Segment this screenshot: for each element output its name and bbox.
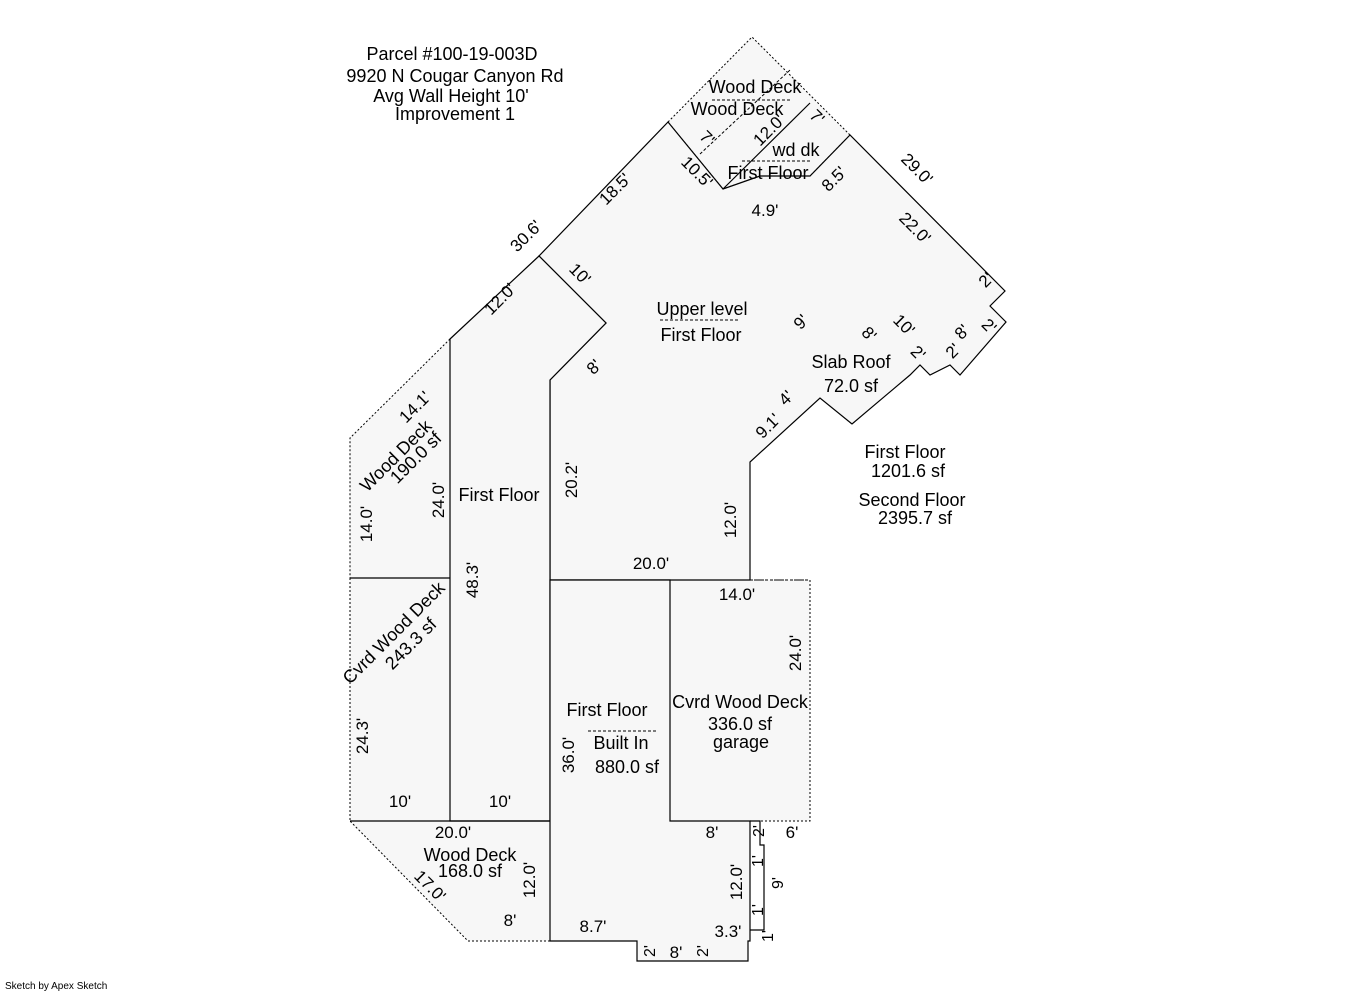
dim-10-a: 10' — [389, 792, 411, 811]
label-wood-deck-bottom: Wood Deck — [424, 845, 518, 865]
cvrd-wood-deck-left-area — [349, 577, 451, 822]
label-wood-deck-bottom-sf: 168.0 sf — [438, 861, 503, 881]
parcel-number: Parcel #100-19-003D — [366, 44, 537, 64]
label-garage: garage — [713, 732, 769, 752]
dim-24-3: 24.3' — [353, 718, 372, 754]
dim-8-7: 8.7' — [580, 917, 607, 936]
label-first-floor-top: First Floor — [728, 163, 809, 183]
bottom-right-notch — [750, 820, 765, 931]
top-deck-inner-line — [722, 102, 811, 190]
dim-1-b: 1' — [750, 904, 767, 916]
improvement: Improvement 1 — [395, 104, 515, 124]
dim-3-3: 3.3' — [715, 922, 742, 941]
sketch-credit: Sketch by Apex Sketch — [5, 981, 107, 992]
dim-24-0-garage: 24.0' — [786, 635, 805, 671]
dim-12-0-bottom: 12.0' — [727, 864, 746, 900]
dim-20-2: 20.2' — [562, 462, 581, 498]
dim-1-c: 1' — [760, 930, 777, 942]
dim-8-garage: 8' — [706, 823, 719, 842]
dim-8-bottom: 8' — [670, 943, 683, 962]
label-upper-level: Upper level — [656, 299, 747, 319]
wall-height: Avg Wall Height 10' — [373, 86, 529, 106]
summary-first-floor-sf: 1201.6 sf — [871, 461, 946, 481]
dim-14-0-garage: 14.0' — [719, 585, 755, 604]
label-wd-dk: wd dk — [771, 140, 820, 160]
dim-2-e: 2' — [751, 825, 768, 837]
summary-second-floor-sf: 2395.7 sf — [878, 508, 953, 528]
label-first-floor-builtin: First Floor — [567, 700, 648, 720]
label-slab-roof: Slab Roof — [811, 352, 891, 372]
label-cvrd-deck-garage: Cvrd Wood Deck — [672, 692, 809, 712]
label-first-floor-strip: First Floor — [459, 485, 540, 505]
label-cvrd-deck-garage-sf: 336.0 sf — [708, 714, 773, 734]
label-built-in-sf: 880.0 sf — [595, 757, 660, 777]
summary-second-floor-label: Second Floor — [858, 490, 965, 510]
dim-10-b: 10' — [489, 792, 511, 811]
dim-12-0-bottom-deck: 12.0' — [520, 862, 539, 898]
dim-24-0-left: 24.0' — [429, 482, 448, 518]
address: 9920 N Cougar Canyon Rd — [346, 66, 563, 86]
dim-2-f: 2' — [642, 945, 659, 957]
label-wood-deck-top-2: Wood Deck — [691, 99, 785, 119]
dim-14-0: 14.0' — [357, 506, 376, 542]
label-built-in: Built In — [593, 733, 648, 753]
dim-20-0-mid: 20.0' — [633, 554, 669, 573]
dim-20-0-bottom: 20.0' — [435, 823, 471, 842]
dim-8-deck: 8' — [504, 911, 517, 930]
label-wood-deck-top-1: Wood Deck — [709, 77, 803, 97]
label-first-floor-main: First Floor — [661, 325, 742, 345]
dim-36-0: 36.0' — [559, 737, 578, 773]
dim-1-a: 1' — [750, 855, 767, 867]
dim-29-0: 29.0' — [897, 150, 936, 189]
label-slab-roof-sf: 72.0 sf — [824, 376, 879, 396]
top-deck-inner-dashed — [699, 69, 791, 155]
dim-2-g: 2' — [695, 945, 712, 957]
first-floor-builtin-area — [549, 579, 751, 962]
dim-48-3: 48.3' — [463, 562, 482, 598]
summary-first-floor-label: First Floor — [865, 442, 946, 462]
dim-12-0-mid: 12.0' — [721, 502, 740, 538]
dim-30-6: 30.6' — [507, 217, 546, 256]
dim-4-9: 4.9' — [752, 201, 779, 220]
dim-6: 6' — [786, 823, 799, 842]
dim-9-small: 9' — [770, 877, 787, 889]
